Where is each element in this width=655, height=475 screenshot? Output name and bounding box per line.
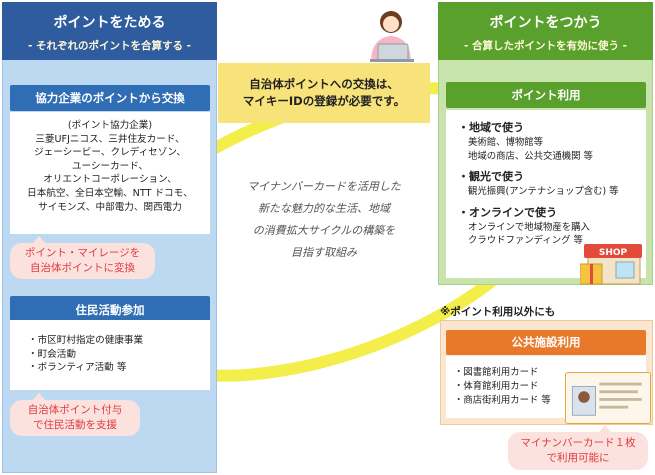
bubble-line: で利用可能に <box>546 452 610 464</box>
left-header: ポイントをためる - それぞれのポイントを合算する - <box>2 2 217 60</box>
partner-line: (ポイント協力企業) <box>67 120 153 131</box>
vision-line: の消費拡大サイクルの構築を <box>252 224 396 237</box>
bubble-line: マイナンバーカード１枚 <box>520 437 636 449</box>
notice-line: マイキーIDの登録が必要です。 <box>242 94 406 108</box>
use-group-line: オンラインで地域物産を購入 <box>468 221 590 233</box>
partner-line: 日本航空、全日本空輸、NTT ドコモ、 <box>27 187 193 199</box>
use-group-title: ・観光で使う <box>458 170 524 183</box>
use-header: ポイント利用 <box>446 82 646 108</box>
bubble-line: ポイント・マイレージを <box>24 247 141 259</box>
use-list: ・地域で使う 美術館、博物館等 地域の商店、公共交通機関 等 ・観光で使う 観光… <box>446 110 646 278</box>
left-subtitle: - それぞれのポイントを合算する - <box>27 40 192 52</box>
use-group-line: 地域の商店、公共交通機関 等 <box>468 150 593 162</box>
card-bubble: マイナンバーカード１枚 で利用可能に <box>508 425 648 470</box>
use-group-line: 美術館、博物館等 <box>468 137 544 148</box>
vision-line: 新たな魅力的な生活、地域 <box>258 202 390 215</box>
facility-item: ・商店街利用カード 等 <box>454 395 551 406</box>
facility-header: 公共施設利用 <box>446 330 646 355</box>
use-group-line: 観光振興(アンテナショップ含む) 等 <box>468 186 619 197</box>
partner-line: ユーシーカード、 <box>71 160 149 172</box>
use-group-title: ・地域で使う <box>458 121 524 134</box>
registration-notice: 自治体ポイントへの交換は、 マイキーIDの登録が必要です。 <box>218 63 430 123</box>
partner-line: サイモンズ、中部電力、関西電力 <box>38 201 182 213</box>
vision-line: マイナンバーカードを活用した <box>247 180 401 193</box>
resident-item: ・市区町村指定の健康事業 <box>28 335 144 346</box>
other-use-note: ※ポイント利用以外にも <box>440 306 556 318</box>
right-header: ポイントをつかう - 合算したポイントを有効に使う - <box>438 2 653 60</box>
my-number-card-icon <box>565 372 651 424</box>
woman-laptop-icon <box>370 11 414 62</box>
partner-line: オリエントコーポレーション、 <box>43 174 177 186</box>
left-title: ポイントをためる <box>53 15 166 31</box>
use-group-line: クラウドファンディング 等 <box>468 235 583 246</box>
facility-item: ・体育館利用カード <box>454 381 539 392</box>
shop-label: SHOP <box>599 248 628 258</box>
facility-item: ・図書館利用カード <box>454 367 539 378</box>
partner-line: ジェーシービー、クレディセゾン、 <box>34 147 186 159</box>
vision-line: 目指す取組み <box>291 246 357 259</box>
bubble-line: 自治体ポイント付与 <box>27 404 123 416</box>
partner-line: 三菱UFJニコス、三井住友カード、 <box>35 133 185 145</box>
resident-item: ・町会活動 <box>28 348 76 360</box>
right-subtitle: - 合算したポイントを有効に使う - <box>463 40 628 52</box>
vision-text: マイナンバーカードを活用した 新たな魅力的な生活、地域 の消費拡大サイクルの構築… <box>218 176 430 264</box>
shop-icon: SHOP <box>580 244 642 285</box>
resident-bubble: 自治体ポイント付与 で住民活動を支援 <box>10 393 140 436</box>
resident-header: 住民活動参加 <box>10 296 210 324</box>
resident-list: ・市区町村指定の健康事業 ・町会活動 ・ボランティア活動 等 <box>10 320 210 390</box>
bubble-line: 自治体ポイントに変換 <box>30 262 135 274</box>
exchange-bubble: ポイント・マイレージを 自治体ポイントに変換 <box>10 236 155 279</box>
resident-item: ・ボランティア活動 等 <box>28 362 127 374</box>
bubble-line: で住民活動を支援 <box>33 419 117 431</box>
notice-line: 自治体ポイントへの交換は、 <box>249 77 399 91</box>
use-group-title: ・オンラインで使う <box>458 205 557 219</box>
exchange-header: 協力企業のポイントから交換 <box>10 85 210 111</box>
right-title: ポイントをつかう <box>489 15 602 31</box>
partner-list: (ポイント協力企業) 三菱UFJニコス、三井住友カード、 ジェーシービー、クレデ… <box>10 112 210 234</box>
